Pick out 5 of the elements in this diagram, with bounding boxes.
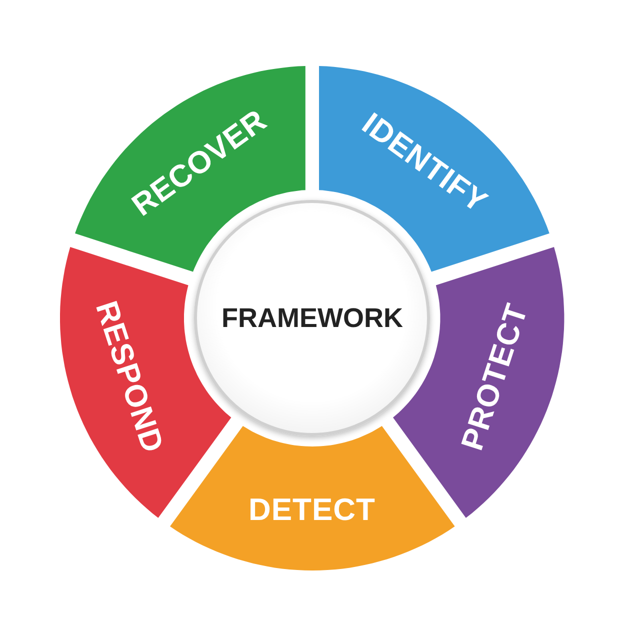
ring-segment — [170, 426, 454, 570]
ring-segment — [318, 66, 550, 272]
center-label: FRAMEWORK — [222, 302, 403, 334]
ring-segment — [74, 66, 305, 272]
segment-label: DETECT — [248, 492, 376, 528]
